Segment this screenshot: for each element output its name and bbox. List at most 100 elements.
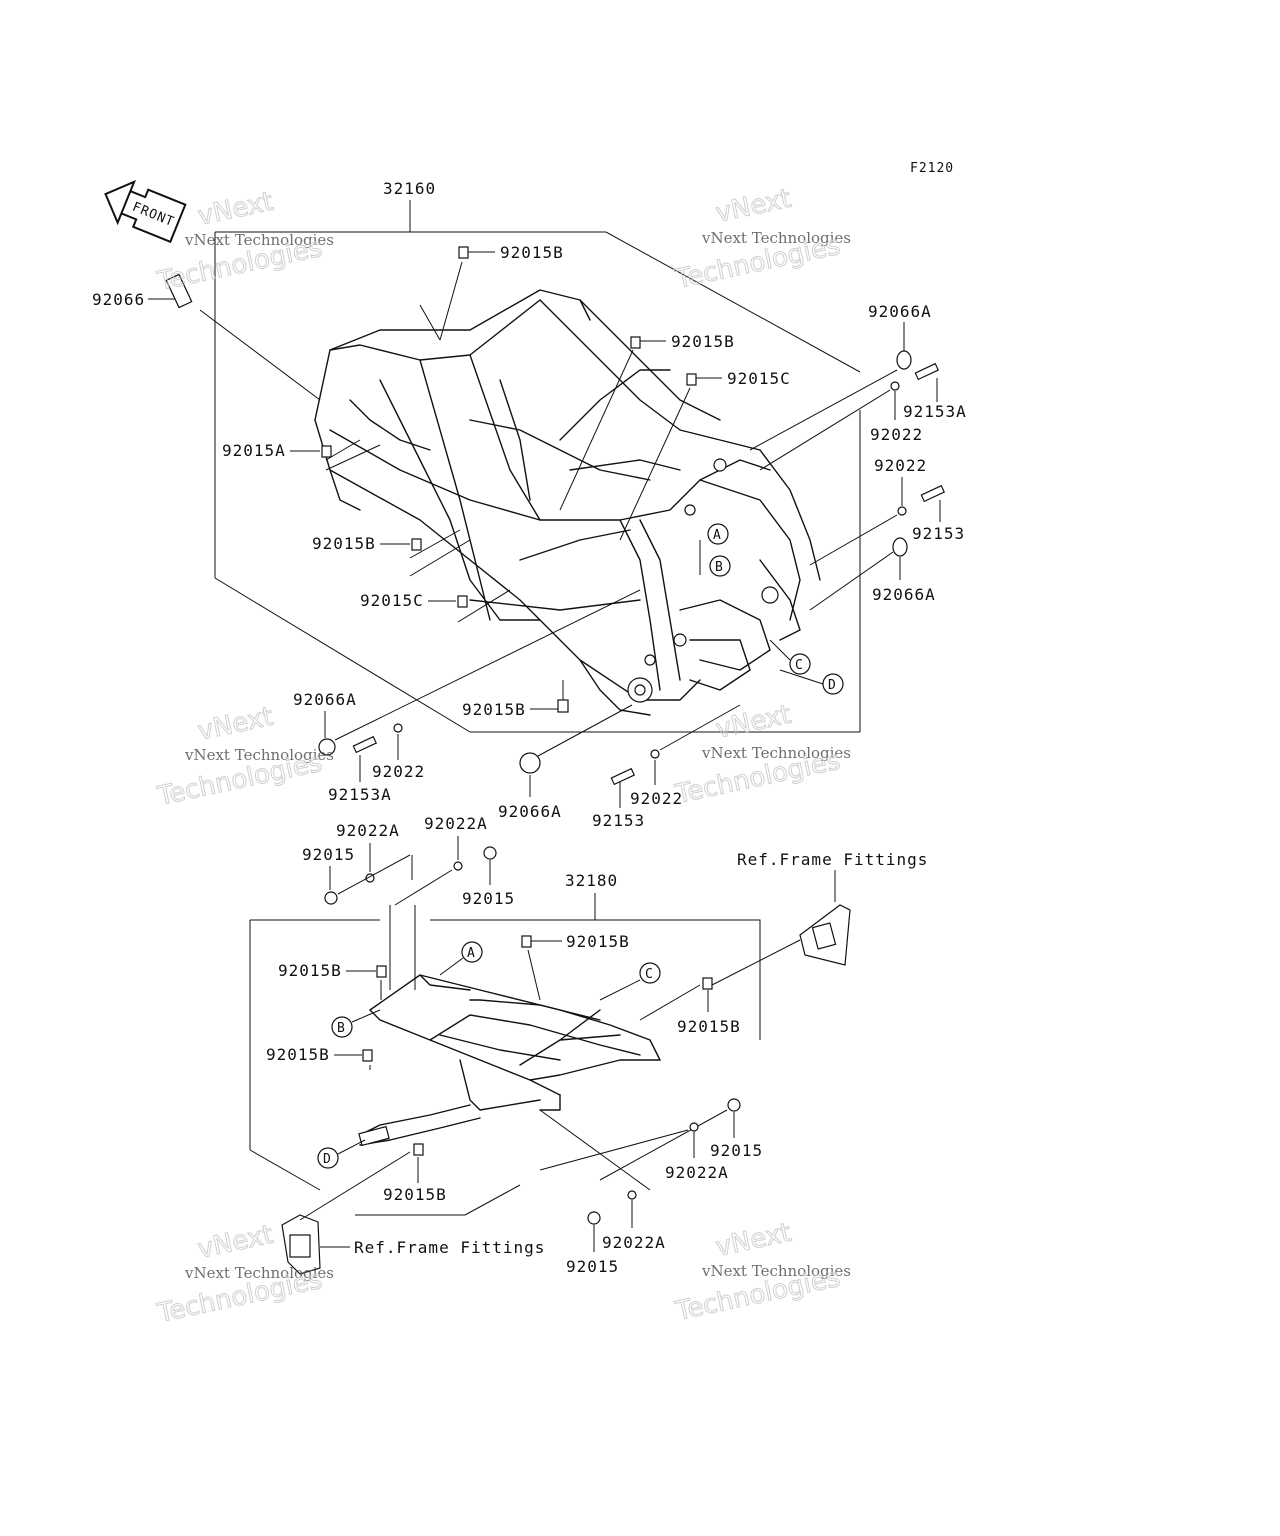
label-92015B-4: 92015B: [462, 700, 526, 719]
bolt-92153-icon: [610, 767, 636, 786]
washer-92022-icon: [393, 723, 403, 733]
label-92066A-4: 92066A: [498, 802, 562, 821]
svg-text:vNext: vNext: [195, 187, 276, 232]
label-92015B-2: 92015B: [671, 332, 735, 351]
svg-text:C: C: [795, 658, 803, 673]
lower-assembly-bracket: [249, 893, 761, 1216]
callout-C-upper: C: [789, 653, 811, 675]
label-92153-1: 92153: [912, 524, 965, 543]
label-92153-2: 92153: [592, 811, 645, 830]
label-92066A-3: 92066A: [293, 690, 357, 709]
grommet-icon: [413, 1143, 424, 1156]
upper-assembly-bracket: [214, 200, 861, 733]
label-92066A-1: 92066A: [868, 302, 932, 321]
front-arrow-icon: FRONT: [104, 179, 187, 244]
cap-92066A-icon: [519, 752, 541, 774]
svg-text:vNext Technologies: vNext Technologies: [184, 1264, 334, 1282]
svg-text:vNext: vNext: [195, 1220, 276, 1265]
label-92015B-1: 92015B: [500, 243, 564, 262]
grommet-icon: [321, 445, 332, 458]
label-92015C-2: 92015C: [360, 591, 424, 610]
svg-text:B: B: [715, 560, 723, 575]
svg-text:vNext Technologies: vNext Technologies: [701, 1262, 851, 1280]
svg-text:A: A: [467, 946, 475, 961]
callout-A-upper: A: [707, 523, 729, 545]
washer-92022A-icon: [453, 861, 463, 871]
washer-92022A-icon: [689, 1122, 699, 1132]
label-92015B-l1: 92015B: [566, 932, 630, 951]
nut-92015-icon: [727, 1098, 741, 1112]
callout-A-lower: A: [461, 941, 483, 963]
svg-text:vNext Technologies: vNext Technologies: [184, 746, 334, 764]
label-92022A-1: 92022A: [336, 821, 400, 840]
nut-92015-icon: [324, 891, 338, 905]
grommet-icon: [630, 336, 641, 349]
label-92015A: 92015A: [222, 441, 286, 460]
svg-text:A: A: [713, 528, 721, 543]
cap-92066A-icon: [896, 350, 912, 370]
label-92015B-l5: 92015B: [383, 1185, 447, 1204]
watermark: vNext Technologies vNext Technologies: [672, 183, 851, 295]
svg-text:vNext: vNext: [713, 1218, 794, 1263]
label-92153A-1: 92153A: [903, 402, 967, 421]
label-92066A-2: 92066A: [872, 585, 936, 604]
callout-B-upper: B: [709, 555, 731, 577]
label-92015-2: 92015: [462, 889, 515, 908]
watermark: vNext Technologies vNext Technologies: [154, 701, 334, 812]
label-92022-3: 92022: [372, 762, 425, 781]
grommet-icon: [521, 935, 532, 948]
cap-92066A-icon: [318, 738, 336, 756]
label-92015B-l2: 92015B: [278, 961, 342, 980]
svg-text:D: D: [828, 678, 836, 693]
fitting-bracket-icon: [799, 904, 851, 966]
svg-text:B: B: [337, 1021, 345, 1036]
label-92015B-l4: 92015B: [677, 1017, 741, 1036]
lower-assembly-label: 32180: [565, 871, 618, 890]
svg-text:vNext: vNext: [713, 184, 794, 229]
nut-92015-icon: [587, 1211, 601, 1225]
nut-92015-icon: [483, 846, 497, 860]
svg-text:C: C: [645, 967, 653, 982]
label-92153A-2: 92153A: [328, 785, 392, 804]
label-92015B-3: 92015B: [312, 534, 376, 553]
svg-text:vNext Technologies: vNext Technologies: [701, 744, 851, 762]
grommet-icon: [411, 538, 422, 551]
grommet-icon: [376, 965, 387, 978]
label-92022-4: 92022: [630, 789, 683, 808]
grommet-icon: [362, 1049, 373, 1062]
diagram-code: F2120: [910, 161, 954, 176]
svg-text:D: D: [323, 1152, 331, 1167]
label-92022-1: 92022: [870, 425, 923, 444]
label-92066: 92066: [92, 290, 145, 309]
label-92015B-l3: 92015B: [266, 1045, 330, 1064]
grommet-icon: [686, 373, 697, 386]
watermark: vNext Technologies vNext Technologies: [672, 1217, 851, 1327]
bolt-92153A-icon: [914, 362, 940, 381]
callout-C-lower: C: [639, 962, 661, 984]
svg-text:vNext Technologies: vNext Technologies: [701, 229, 851, 247]
label-92015-4: 92015: [566, 1257, 619, 1276]
label-92015-1: 92015: [302, 845, 355, 864]
callout-D-upper: D: [822, 673, 844, 695]
svg-text:vNext Technologies: vNext Technologies: [184, 231, 334, 249]
callout-D-lower: D: [317, 1147, 339, 1169]
grommet-icon: [457, 595, 468, 608]
svg-text:vNext: vNext: [713, 700, 794, 745]
upper-frame-drawing: [314, 289, 821, 716]
bolt-92153A-icon: [352, 735, 378, 754]
ref-frame-fittings-2: Ref.Frame Fittings: [354, 1238, 545, 1257]
grommet-icon: [702, 977, 713, 990]
bolt-92153-icon: [920, 484, 946, 503]
washer-92022-icon: [650, 749, 660, 759]
washer-92022A-icon: [627, 1190, 637, 1200]
washer-92022-icon: [897, 506, 907, 516]
svg-text:vNext: vNext: [195, 702, 276, 747]
grommet-icon: [557, 699, 569, 713]
label-92022A-4: 92022A: [602, 1233, 666, 1252]
label-92022-2: 92022: [874, 456, 927, 475]
label-92022A-2: 92022A: [424, 814, 488, 833]
callout-B-lower: B: [331, 1016, 353, 1038]
upper-assembly-label: 32160: [383, 179, 436, 198]
washer-92022-icon: [890, 381, 900, 391]
